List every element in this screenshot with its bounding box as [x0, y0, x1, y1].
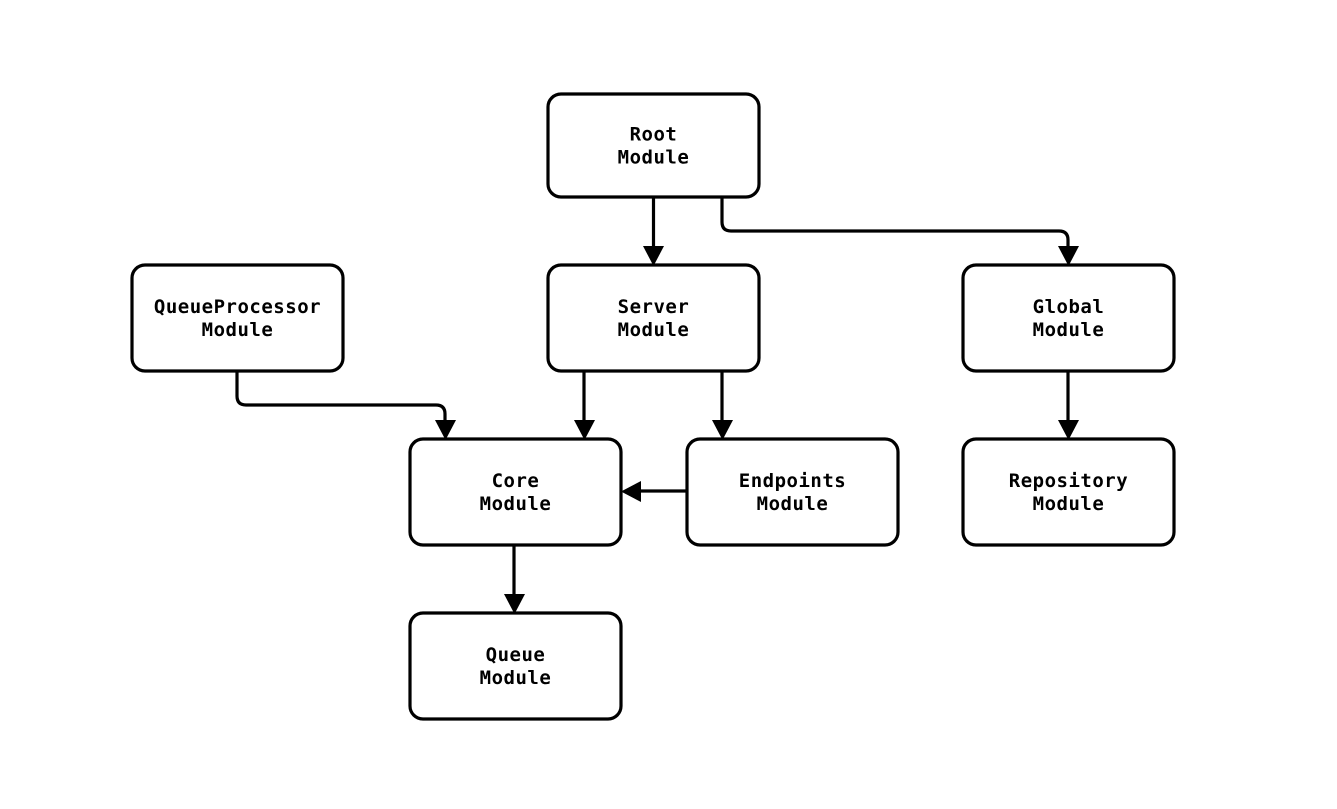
edge-core-to-queue: [504, 545, 525, 614]
edge-endpoints-to-core: [621, 481, 687, 502]
node-box[interactable]: [408, 437, 623, 547]
node-label-line-1: Repository: [1009, 470, 1128, 492]
node-label-line-2: Module: [480, 667, 552, 689]
node-label-line-1: Server: [618, 296, 690, 318]
edge-root-to-server: [643, 197, 664, 266]
node-box[interactable]: [546, 263, 761, 373]
node-label-line-2: Module: [1033, 493, 1105, 515]
node-box[interactable]: [546, 92, 761, 199]
edges-layer: [235, 197, 1079, 614]
edge-server-to-endpoints: [712, 371, 733, 440]
node-label-line-2: Module: [480, 493, 552, 515]
node-label-line-2: Module: [1033, 319, 1105, 341]
arrowhead-icon: [1058, 420, 1079, 440]
node-label-line-2: Module: [757, 493, 829, 515]
edge-global-to-repository: [1058, 371, 1079, 440]
edge-line: [720, 197, 1070, 257]
node-box[interactable]: [685, 437, 900, 547]
arrowhead-icon: [643, 246, 664, 266]
node-box[interactable]: [408, 611, 623, 721]
node-label-line-2: Module: [202, 319, 274, 341]
node-box[interactable]: [130, 263, 345, 373]
edge-server-to-core: [574, 371, 595, 440]
node-label-line-2: Module: [618, 146, 690, 168]
edge-line: [235, 371, 447, 431]
arrowhead-icon: [574, 420, 595, 440]
node-label-line-1: Endpoints: [739, 470, 846, 492]
node-label-line-1: Root: [630, 123, 678, 145]
node-label-line-1: Queue: [486, 644, 546, 666]
arrowhead-icon: [621, 481, 641, 502]
edge-queueprocessor-to-core: [235, 371, 456, 440]
arrowhead-icon: [435, 420, 456, 440]
arrowhead-icon: [504, 594, 525, 614]
node-label-line-1: QueueProcessor: [154, 296, 321, 318]
node-label-line-1: Global: [1033, 296, 1105, 318]
arrowhead-icon: [712, 420, 733, 440]
arrowhead-icon: [1058, 246, 1079, 266]
node-box[interactable]: [961, 437, 1176, 547]
node-label-line-1: Core: [492, 470, 540, 492]
edge-root-to-global: [720, 197, 1079, 266]
node-box[interactable]: [961, 263, 1176, 373]
node-label-line-2: Module: [618, 319, 690, 341]
